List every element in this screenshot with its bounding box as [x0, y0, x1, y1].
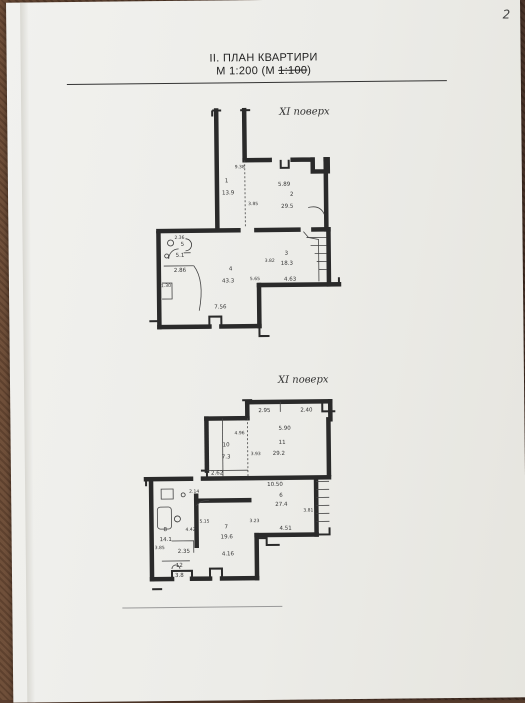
dim-label: 2.36 — [174, 235, 184, 241]
room-2-number: 2 — [290, 192, 294, 198]
dim-label: 3.93 — [251, 451, 261, 457]
dim-label: 4.96 — [235, 430, 245, 436]
room-10-number: 10 — [223, 442, 231, 448]
room-12-area: 3.8 — [175, 573, 184, 579]
dim-label: 3.81 — [303, 507, 313, 513]
room-11-area: 29.2 — [273, 451, 285, 457]
dim-label: 5.90 — [278, 426, 291, 432]
dim-label: 3.23 — [249, 518, 259, 524]
dim-label: 2.95 — [258, 408, 271, 414]
dim-label: 3.85 — [155, 545, 165, 551]
dim-label: 2.62 — [211, 470, 223, 476]
room-7-number: 7 — [224, 524, 228, 530]
room-2-area: 29.5 — [281, 204, 294, 210]
document-page: 2 II. ПЛАН КВАРТИРИ М 1:200 (М 1:100) XI… — [6, 0, 525, 703]
room-5-number: 5 — [181, 242, 185, 248]
room-11-number: 11 — [279, 440, 286, 446]
room-3-area: 18.3 — [281, 261, 294, 267]
dim-label: 4.42 — [186, 527, 196, 533]
dim-label: 5.65 — [250, 276, 260, 282]
dim-label: 2.86 — [174, 268, 187, 274]
room-10-area: 7.3 — [222, 454, 231, 460]
room-8-number: 8 — [164, 527, 168, 533]
room-8-area: 14.1 — [160, 537, 172, 543]
room-4-area: 43.3 — [222, 278, 235, 284]
room-1-area: 13.9 — [222, 190, 235, 196]
room-5-area: 5.1 — [176, 253, 185, 259]
dim-label: 5.89 — [278, 182, 291, 188]
dim-label: 1.30 — [161, 283, 171, 289]
dim-label: 9.38 — [235, 164, 245, 170]
dim-label: 7.56 — [214, 304, 227, 310]
dim-label: 5.15 — [199, 519, 209, 525]
dim-label: 2.40 — [300, 407, 313, 413]
room-6-area: 27.4 — [275, 502, 288, 508]
room-1-number: 1 — [225, 178, 229, 184]
dim-label: 10.50 — [267, 482, 283, 488]
upper-floor-plan: 1 13.9 2 29.5 3 18.3 4 43.3 5 5.1 5.89 9… — [149, 107, 342, 338]
dim-label: 3.82 — [265, 258, 275, 264]
dim-label: 2.35 — [178, 549, 191, 555]
room-3-number: 3 — [285, 251, 289, 257]
lower-floor-plan: 11 29.2 10 7.3 6 27.4 7 19.6 8 14.1 12 3… — [143, 399, 336, 591]
room-7-area: 19.6 — [221, 534, 234, 540]
dim-label: 4.16 — [222, 551, 235, 557]
dim-label: 2.14 — [189, 489, 199, 495]
dim-label: 4.51 — [280, 526, 292, 532]
dim-label: 4.63 — [284, 277, 297, 283]
room-6-number: 6 — [279, 493, 283, 499]
room-12-number: 12 — [176, 563, 183, 569]
dim-label: 3.85 — [248, 201, 258, 207]
room-4-number: 4 — [229, 266, 233, 272]
